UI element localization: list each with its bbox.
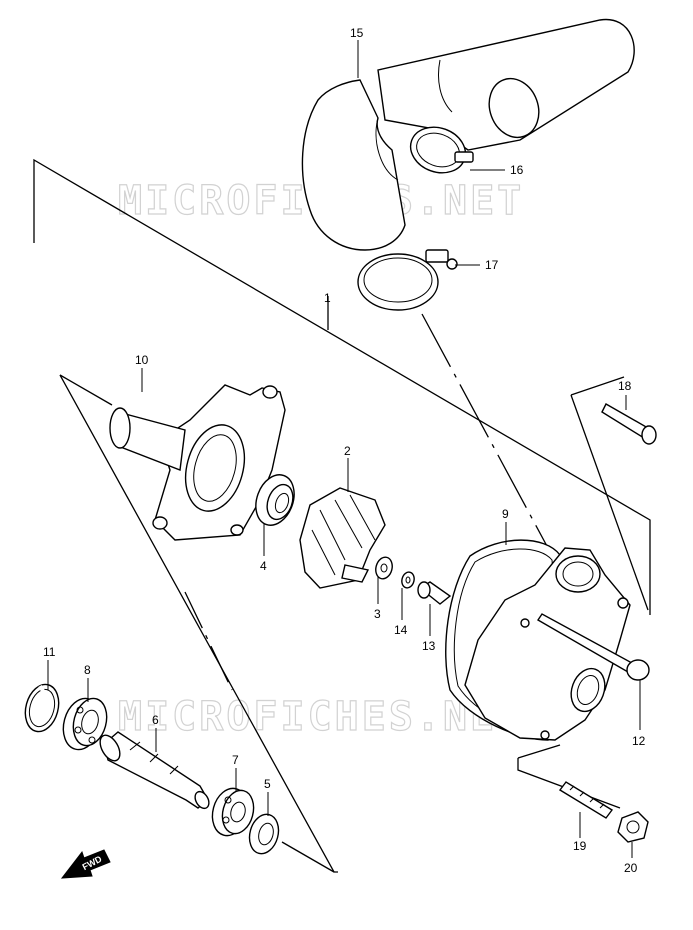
callout-5: 5 (264, 777, 271, 791)
nut (617, 811, 649, 843)
callout-1: 1 (324, 291, 331, 305)
callout-13: 13 (422, 639, 436, 653)
hose-clamp-lower (357, 249, 458, 311)
callout-16: 16 (510, 163, 524, 177)
bolt-18 (601, 403, 657, 445)
callout-10: 10 (135, 353, 149, 367)
oil-seal (248, 813, 280, 855)
pump-shaft (99, 731, 210, 810)
hose-clamp-upper (409, 126, 474, 174)
callout-4: 4 (260, 559, 267, 573)
callout-9: 9 (502, 507, 509, 521)
callout-3: 3 (374, 607, 381, 621)
callout-20: 20 (624, 861, 638, 875)
callout-labels: 15 16 17 1 10 2 4 3 14 13 9 18 12 11 8 6… (43, 26, 646, 875)
impeller-bolt (417, 581, 452, 605)
callout-15: 15 (350, 26, 364, 40)
callout-14: 14 (394, 623, 408, 637)
callout-8: 8 (84, 663, 91, 677)
stud-bolt (558, 781, 614, 819)
bearing-8 (62, 697, 108, 751)
callout-12: 12 (632, 734, 646, 748)
washer-14 (401, 571, 415, 589)
callout-11: 11 (43, 645, 56, 659)
callout-7: 7 (232, 753, 239, 767)
bolt-12 (537, 613, 650, 681)
fwd-arrow-icon: FWD (60, 849, 111, 879)
callout-18: 18 (618, 379, 632, 393)
circlip (24, 683, 60, 733)
mechanical-seal (255, 474, 295, 526)
callout-17: 17 (485, 258, 499, 272)
callout-19: 19 (573, 839, 587, 853)
impeller (299, 487, 386, 589)
bearing-7 (211, 787, 255, 837)
watermark-bottom: MICROFICHES.NET (118, 694, 524, 740)
washer-3 (375, 556, 393, 580)
pump-cover (464, 547, 631, 741)
water-hose (301, 18, 635, 251)
callout-2: 2 (344, 444, 351, 458)
pump-case-seal (109, 384, 286, 541)
callout-6: 6 (152, 713, 159, 727)
leader-lines (47, 40, 641, 858)
